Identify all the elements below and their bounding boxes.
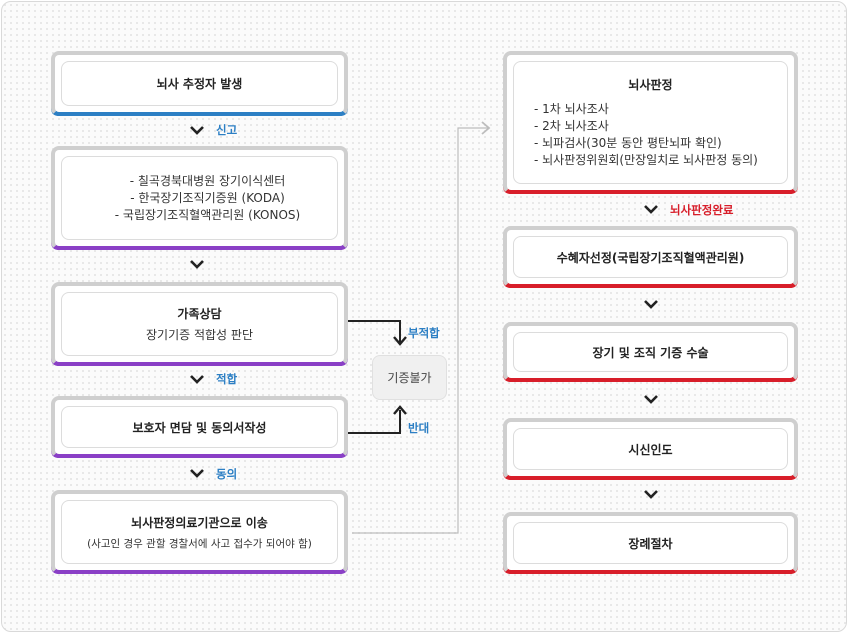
- step-note: (사고인 경우 관할 경찰서에 사고 접수가 되어야 함): [87, 537, 312, 550]
- flow-label-consent: 동의: [216, 467, 238, 481]
- step-subtitle: 장기기증 적합성 판단: [146, 328, 253, 342]
- step-title: 뇌사 추정자 발생: [156, 77, 243, 91]
- step-title: 가족상담: [177, 307, 222, 321]
- step-title: 보호자 면담 및 동의서작성: [132, 420, 267, 435]
- agency-item: - 칠곡경북대병원 장기이식센터: [129, 173, 286, 188]
- chevron-down-icon: [644, 490, 658, 499]
- exam-item: - 1차 뇌사조사: [534, 102, 609, 116]
- step-brain-death-suspect: 뇌사 추정자 발생: [51, 51, 348, 116]
- chevron-down-icon: [644, 300, 658, 309]
- exam-item: - 뇌사판정위원회(만장일치로 뇌사판정 동의): [534, 153, 758, 167]
- step-donation-surgery: 장기 및 조직 기증 수술: [503, 322, 798, 382]
- step-funeral: 장례절차: [503, 512, 798, 574]
- step-brain-death-determination: 뇌사판정 - 1차 뇌사조사 - 2차 뇌사조사 - 뇌파검사(30분 동안 평…: [503, 51, 798, 194]
- chevron-down-icon: [190, 469, 204, 478]
- step-guardian-consent: 보호자 면담 및 동의서작성: [51, 396, 348, 458]
- step-title: 장기 및 조직 기증 수술: [592, 345, 709, 360]
- agency-item: - 한국장기조직기증원 (KODA): [130, 190, 285, 205]
- step-title: 뇌사판정의료기관으로 이송: [131, 515, 268, 530]
- flow-label-report: 신고: [216, 123, 238, 137]
- flow-label-unsuitable: 부적합: [408, 326, 440, 340]
- exam-item: - 뇌파검사(30분 동안 평탄뇌파 확인): [534, 136, 722, 150]
- chevron-down-icon: [190, 126, 204, 135]
- exam-item: - 2차 뇌사조사: [534, 119, 609, 133]
- chevron-down-icon: [644, 205, 658, 214]
- step-body-handover: 시신인도: [503, 418, 798, 480]
- chevron-down-icon: [644, 395, 658, 404]
- step-title: 뇌사판정: [628, 78, 673, 92]
- agency-item: - 국립장기조직혈액관리원 (KONOS): [114, 207, 301, 222]
- chevron-down-icon: [190, 260, 204, 269]
- flow-label-suitable: 적합: [216, 372, 238, 386]
- step-recipient-selection: 수혜자선정(국립장기조직혈액관리원): [503, 226, 798, 288]
- not-possible-badge: 기증불가: [372, 355, 447, 400]
- flow-label-refuse: 반대: [408, 421, 430, 435]
- step-title: 수혜자선정(국립장기조직혈액관리원): [556, 250, 745, 265]
- flow-label-determination-complete: 뇌사판정완료: [670, 203, 734, 217]
- step-title: 시신인도: [628, 442, 673, 457]
- step-transfer-hospital: 뇌사판정의료기관으로 이송 (사고인 경우 관할 경찰서에 사고 접수가 되어야…: [51, 490, 348, 574]
- step-family-counseling: 가족상담 장기기증 적합성 판단: [51, 282, 348, 366]
- chevron-down-icon: [190, 375, 204, 384]
- step-contact-agencies: - 칠곡경북대병원 장기이식센터 - 한국장기조직기증원 (KODA) - 국립…: [51, 146, 348, 250]
- step-title: 장례절차: [628, 536, 673, 551]
